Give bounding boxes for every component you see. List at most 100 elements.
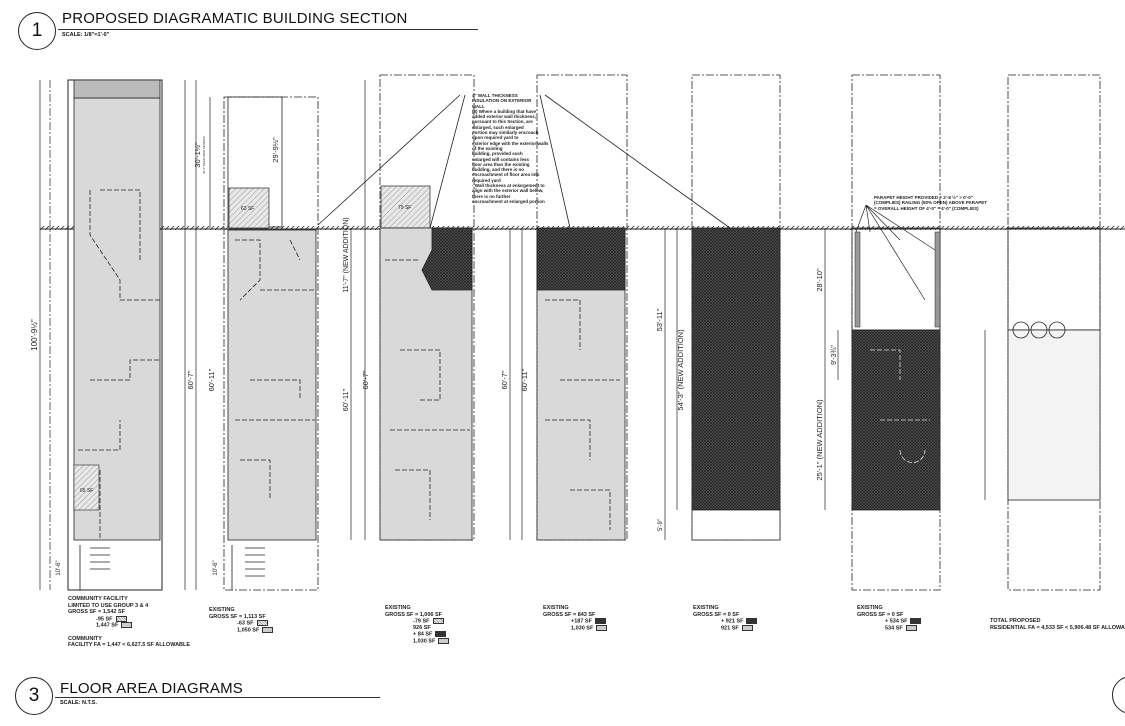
caption-text: FACILITY FA = 1,447 < 6,627.5 SF ALLOWAB… — [68, 642, 191, 649]
area-legend-swatch — [905, 624, 917, 631]
caption-line: 1,050 SF — [209, 626, 274, 634]
area-legend-swatch — [121, 622, 133, 629]
caption-line: + 84 SF — [385, 631, 449, 638]
dimension-label: 100'-9½" — [30, 319, 39, 351]
note-line: portion may similarly encroach — [472, 130, 539, 136]
dimension-label: 60'-7" — [361, 370, 370, 389]
section-panel-7 — [984, 74, 1101, 591]
note-line: pursuant to this Section, are — [472, 119, 533, 125]
section-title: PROPOSED DIAGRAMATIC BUILDING SECTION — [62, 10, 408, 27]
dimension-label: 53'-11" — [655, 308, 664, 331]
dimension-label: 9'-3¾" — [831, 345, 838, 365]
caption-line: 926 SF — [385, 625, 449, 632]
section-title: FLOOR AREA DIAGRAMS — [60, 680, 244, 697]
caption-line: -79 SF — [385, 618, 449, 625]
wall-note-leaders — [317, 94, 731, 229]
area-label: 79 SF — [398, 205, 411, 211]
caption-line: EXISTING — [857, 605, 921, 612]
note-line: - Wall thickness at enlargement to — [472, 183, 545, 189]
title-underline — [58, 29, 478, 30]
title-underline — [55, 697, 380, 698]
caption-text: EXISTING — [857, 605, 883, 611]
dimension-label: 30'-1½" — [193, 142, 202, 168]
caption-line: + 921 SF — [693, 618, 758, 625]
note-line: exterior edge with the exterior walls — [472, 140, 549, 146]
caption-text — [990, 605, 992, 611]
caption-line: GROSS SF = 1,113 SF — [209, 614, 273, 621]
caption-line: FACILITY FA = 1,447 < 6,627.5 SF ALLOWAB… — [68, 642, 190, 649]
caption-text — [68, 629, 70, 635]
caption-text: + 534 SF — [885, 618, 908, 625]
caption-text: GROSS SF = 1,006 SF — [385, 611, 443, 618]
area-legend-swatch — [435, 631, 447, 638]
caption-text: COMMUNITY — [68, 635, 102, 642]
caption-text: 1,050 SF — [237, 627, 260, 634]
area-legend-swatch — [432, 618, 444, 624]
caption-text: GROSS SF = 0 SF — [857, 611, 904, 618]
note-line: align with the exterior wall below, — [472, 188, 544, 194]
area-label: 63 SF — [241, 206, 254, 212]
caption-text: +187 SF — [571, 618, 592, 625]
caption-line: GROSS SF = 1,542 SF — [68, 609, 190, 616]
section-panel-6: 28'-10" 9'-3¾" 25'-1" (NEW ADDITION) — [815, 74, 941, 591]
caption-line: 921 SF — [693, 624, 757, 632]
caption-text: LIMITED TO USE GROUP 3 & 4 — [68, 602, 149, 609]
caption-line: GROSS SF = 843 SF — [543, 612, 607, 619]
dimension-label: 60'-11" — [207, 368, 216, 391]
dimension-label: 60'-7" — [186, 370, 195, 389]
dimension-label: 60'-11" — [341, 388, 350, 411]
section-panel-2: 63 SF 30'-1½" 30'-0" REAR YARD SETBACK 2… — [184, 80, 319, 591]
area-legend-swatch — [115, 615, 127, 622]
caption-line: -63 SF — [209, 620, 273, 627]
section-scale: SCALE: N.T.S. — [60, 700, 97, 706]
dimension-label: 11'-7" (NEW ADDITION) — [343, 217, 350, 292]
dimension-label: 54'-3" (NEW ADDITION) — [676, 329, 685, 411]
section-number-bubble: 3 — [15, 677, 53, 715]
section-panel-3: 79 SF 11'-7" (NEW ADDITION) 60'-11" 60'-… — [341, 74, 475, 541]
caption-line: EXISTING — [385, 605, 449, 612]
caption-text: + 921 SF — [721, 618, 744, 625]
note-line: building, and there is no — [472, 167, 525, 173]
caption-line: 1,030 SF — [385, 638, 450, 645]
area-legend-swatch — [746, 618, 758, 624]
caption-text: GROSS SF = 843 SF — [543, 611, 596, 618]
dimension-label: 10'-6" — [213, 560, 219, 575]
caption-line: EXISTING — [693, 605, 757, 612]
dimension-label: 30'-0" REAR YARD SETBACK — [202, 136, 206, 174]
caption-line: EXISTING — [209, 607, 273, 614]
section-panel-4: 60'-7" 60'-11" — [500, 74, 628, 541]
area-label: 65 SF — [80, 488, 93, 494]
caption-line: LIMITED TO USE GROUP 3 & 4 — [68, 603, 190, 610]
section-scale: SCALE: 1/8"=1'-0" — [62, 32, 110, 38]
section-panel-1: 65 SF 100'-9½" 10'-6" — [30, 79, 163, 591]
caption-text: RESIDENTIAL FA = 4,533 SF < 5,906.48 SF … — [990, 624, 1125, 631]
caption-line: -95 SF — [68, 615, 190, 623]
dimension-label: 28'-10" — [815, 268, 824, 292]
caption-line: 1,030 SF — [543, 624, 608, 632]
dimension-label: 10'-6" — [56, 560, 62, 575]
parapet-height-note: PARAPET HEIGHT PROVIDED = 2'-8 ½" > 0'-0… — [874, 195, 987, 211]
caption-line: COMMUNITY FACILITY — [68, 596, 190, 603]
caption-line: RESIDENTIAL FA = 4,533 SF < 5,906.48 SF … — [990, 625, 1125, 632]
caption-text: TOTAL PROPOSED — [990, 618, 1041, 624]
area-legend-swatch — [262, 626, 274, 633]
dimension-label: 25'-1" (NEW ADDITION) — [815, 399, 824, 481]
caption-line: GROSS SF = 0 SF — [693, 612, 757, 619]
caption-line: COMMUNITY — [68, 636, 190, 643]
note-line: there is no further — [472, 193, 511, 199]
caption-text: 534 SF — [885, 625, 903, 632]
note-line: floor area than the existing — [472, 161, 530, 167]
caption-text: GROSS SF = 1,113 SF — [209, 613, 266, 620]
note-line: 4" WALL THICKNESS — [472, 93, 518, 98]
caption-line: 534 SF — [857, 624, 921, 632]
note-line: INSULATION ON EXTERIOR — [472, 98, 532, 104]
area-legend-swatch — [596, 624, 608, 631]
